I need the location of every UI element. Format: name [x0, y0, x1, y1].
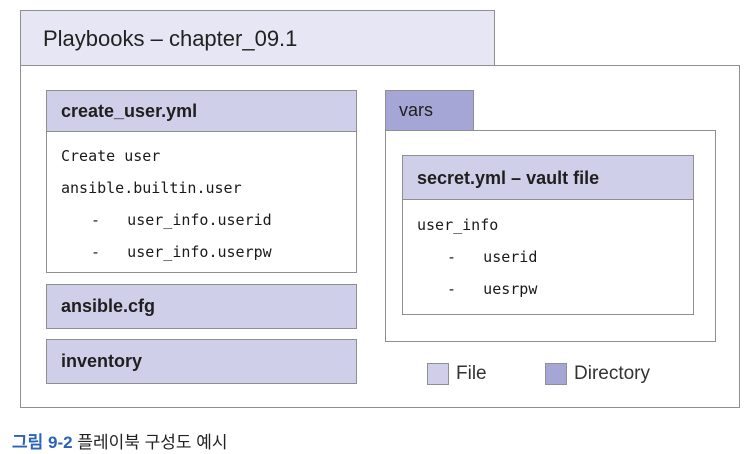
secret-file-name: secret.yml – vault file	[417, 168, 600, 188]
vars-label: vars	[399, 100, 434, 120]
legend-file-swatch	[427, 363, 449, 385]
create-user-file: create_user.yml Create user ansible.buil…	[46, 90, 357, 273]
create-user-line-3: - user_info.userid	[73, 211, 272, 229]
secret-file-header: secret.yml – vault file	[403, 156, 693, 200]
secret-line-3: - uesrpw	[429, 280, 538, 298]
inventory-file: inventory	[46, 339, 357, 384]
ansible-cfg-file: ansible.cfg	[46, 284, 357, 329]
playbooks-directory-tab: Playbooks – chapter_09.1	[20, 10, 495, 66]
secret-vault-file: secret.yml – vault file user_info - user…	[402, 155, 694, 315]
secret-line-2: - userid	[429, 248, 538, 266]
figure-number: 그림 9-2	[12, 433, 73, 452]
ansible-cfg-label: ansible.cfg	[61, 296, 156, 316]
legend-file-label: File	[456, 363, 487, 384]
legend-directory-swatch	[545, 363, 567, 385]
figure-caption-text: 플레이북 구성도 예시	[77, 433, 228, 452]
create-user-line-2: ansible.builtin.user	[61, 179, 242, 197]
secret-line-1: user_info	[417, 216, 499, 234]
create-user-file-name: create_user.yml	[61, 101, 198, 121]
inventory-label: inventory	[61, 351, 143, 371]
create-user-line-1: Create user	[61, 147, 161, 165]
create-user-file-header: create_user.yml	[47, 91, 356, 132]
playbooks-title: Playbooks – chapter_09.1	[43, 26, 298, 51]
figure-caption: 그림 9-2 플레이북 구성도 예시	[12, 428, 228, 453]
create-user-line-4: - user_info.userpw	[73, 243, 272, 261]
vars-directory-tab: vars	[385, 90, 474, 131]
legend-directory-label: Directory	[574, 363, 651, 384]
